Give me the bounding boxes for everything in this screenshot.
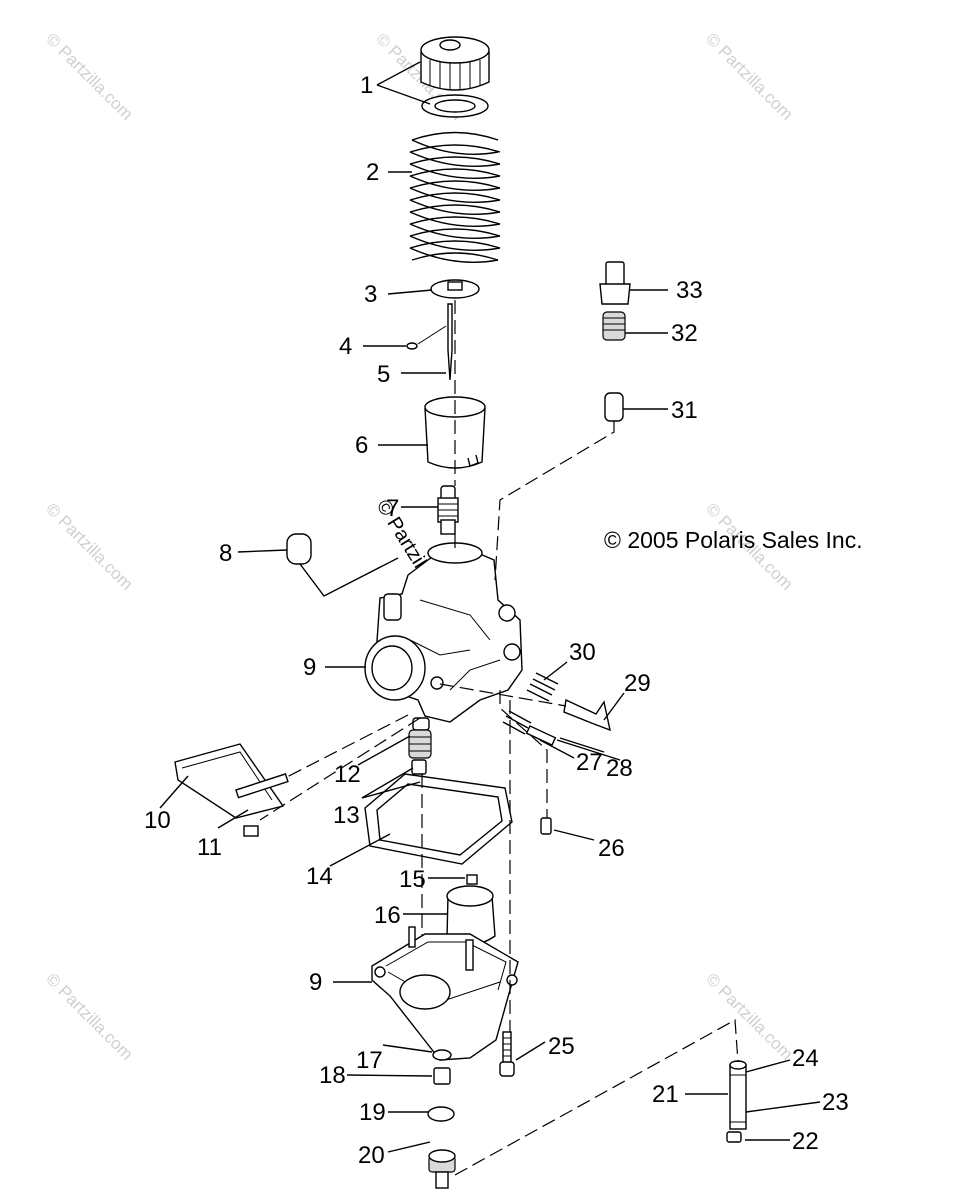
part-18-main-jet (433, 1067, 451, 1085)
part-31-33-fittings (599, 261, 631, 422)
callout-9-bowl: 9 (309, 969, 322, 996)
callout-20: 20 (358, 1142, 385, 1169)
part-9-float-bowl (371, 926, 519, 1061)
callout-14: 14 (306, 863, 333, 890)
dashed-connectors (259, 300, 739, 1176)
callout-12: 12 (334, 761, 361, 788)
callout-1: 1 (360, 72, 373, 99)
callout-25: 25 (548, 1033, 575, 1060)
callout-18: 18 (319, 1062, 346, 1089)
callout-16: 16 (374, 902, 401, 929)
callout-23: 23 (822, 1089, 849, 1116)
part-27-28-screw (502, 710, 621, 761)
callout-19: 19 (359, 1099, 386, 1126)
part-8-cap (286, 533, 399, 597)
callout-21: 21 (652, 1081, 679, 1108)
watermark: © Partzilla.com (42, 499, 136, 593)
part-19-oring (427, 1106, 455, 1122)
callout-32: 32 (671, 320, 698, 347)
callout-5: 5 (377, 361, 390, 388)
part-7-needle-jet (437, 485, 459, 535)
callout-26: 26 (598, 835, 625, 862)
part-14-gasket (364, 773, 513, 865)
part-17-washer (432, 1049, 452, 1061)
part-21-24-tube (726, 1060, 747, 1143)
part-3-retainer (430, 279, 480, 299)
callout-30: 30 (569, 639, 596, 666)
callout-27: 27 (576, 749, 603, 776)
watermark: © Partzilla.com (702, 969, 796, 1063)
part-20-plug (428, 1149, 456, 1189)
copyright-text: © 2005 Polaris Sales Inc. (604, 527, 863, 553)
part-2-spring (409, 131, 501, 263)
callout-15: 15 (399, 866, 426, 893)
part-15-pin (466, 874, 478, 885)
callout-labels: 1 2 3 4 5 6 7 8 9 9 10 11 12 13 14 15 16… (144, 72, 849, 1169)
callout-8: 8 (219, 540, 232, 567)
callout-6: 6 (355, 432, 368, 459)
callout-13: 13 (333, 802, 360, 829)
callout-11: 11 (197, 834, 222, 861)
watermark: © Partzilla.com (702, 29, 796, 123)
callout-29: 29 (624, 670, 651, 697)
part-9-body (364, 542, 523, 723)
part-12-13-jets (408, 717, 432, 775)
part-5-needle (447, 303, 453, 381)
part-10-11-plate (174, 743, 289, 837)
callout-3: 3 (364, 281, 377, 308)
callout-2: 2 (366, 159, 379, 186)
callout-17: 17 (356, 1047, 383, 1074)
callout-7: 7 (386, 495, 399, 522)
leader-lines (159, 61, 821, 1153)
callout-22: 22 (792, 1128, 819, 1155)
callout-9: 9 (303, 654, 316, 681)
clip-guide-line (417, 325, 447, 345)
part-4-clip (406, 342, 418, 350)
callout-4: 4 (339, 333, 352, 360)
callout-10: 10 (144, 807, 171, 834)
watermark: © Partzilla.com (42, 969, 136, 1063)
callout-31: 31 (671, 397, 698, 424)
part-26-fitting (540, 817, 552, 835)
callout-28: 28 (606, 755, 633, 782)
watermark: © Partzilla.com (42, 29, 136, 123)
part-25-screw (499, 1031, 515, 1077)
callout-24: 24 (792, 1045, 819, 1072)
part-1-cap (420, 36, 490, 118)
part-29-30-screw (526, 672, 611, 732)
callout-33: 33 (676, 277, 703, 304)
